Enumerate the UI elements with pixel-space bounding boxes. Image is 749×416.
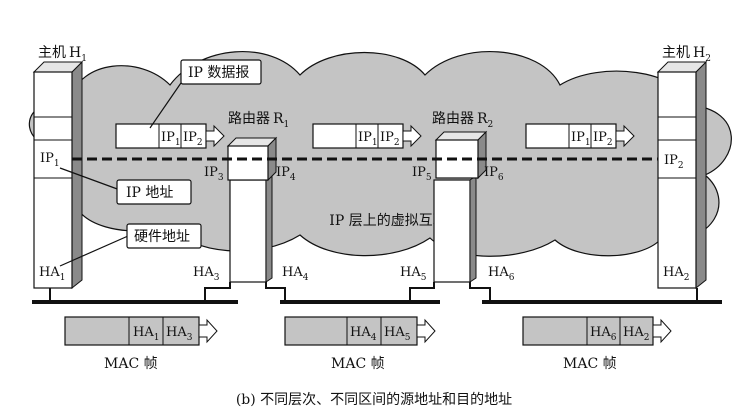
mac-frame-1: HA1 HA3 MAC 帧 <box>64 316 218 372</box>
svg-text:HA4: HA4 <box>350 325 377 343</box>
callout-ip-datagram: IP 数据报 <box>149 59 262 129</box>
router-r2-ha-right: HA6 <box>488 265 515 283</box>
router-r1-ip-right: IP4 <box>276 165 296 183</box>
svg-text:IP1: IP1 <box>358 130 378 148</box>
router-r2-ip-right: IP6 <box>484 165 504 183</box>
svg-text:IP2: IP2 <box>183 130 203 148</box>
svg-text:HA1: HA1 <box>133 325 159 343</box>
mac-frame-3: HA6 HA2 MAC 帧 <box>522 316 672 372</box>
svg-text:HA6: HA6 <box>590 325 617 343</box>
cloud-label: IP 层上的虚拟互联网 <box>329 213 460 229</box>
svg-text:IP2: IP2 <box>380 130 400 148</box>
svg-text:HA3: HA3 <box>166 325 193 343</box>
router-r1-ip-left: IP3 <box>204 165 224 183</box>
network-lines <box>32 282 722 304</box>
ip-datagram-1: IP1 IP2 <box>115 123 225 149</box>
host-h1-stack <box>33 71 73 289</box>
callout-ip-datagram-text: IP 数据报 <box>188 65 249 81</box>
router-r1-ha-right: HA4 <box>282 265 309 283</box>
router-r1-ha-left: HA3 <box>193 265 220 283</box>
mac-frame-3-label: MAC 帧 <box>563 356 617 372</box>
callout-ip-address-text: IP 地址 <box>126 185 173 201</box>
ip-datagram-3: IP1 IP2 <box>525 123 635 149</box>
router-r1-box <box>227 145 269 181</box>
mac-frame-2: HA4 HA5 MAC 帧 <box>284 316 436 372</box>
svg-text:IP2: IP2 <box>593 130 613 148</box>
virtual-internet-cloud: IP 层上的虚拟互联网 <box>28 51 732 257</box>
callout-hw-address-text: 硬件地址 <box>134 229 190 245</box>
callout-ip-address: IP 地址 <box>59 167 192 205</box>
host-h2-ip: IP2 <box>664 153 684 171</box>
figure-caption: (b) 不同层次、不同区间的源地址和目的地址 <box>236 392 512 408</box>
svg-text:IP1: IP1 <box>161 130 181 148</box>
ip-datagram-2: IP1 IP2 <box>312 123 422 149</box>
router-r2-ha-left: HA5 <box>400 265 427 283</box>
host-h2-ha: HA2 <box>663 265 689 283</box>
svg-text:HA5: HA5 <box>384 325 411 343</box>
host-h1-ha: HA1 <box>39 265 65 283</box>
svg-text:IP1: IP1 <box>571 130 591 148</box>
callout-hw-address: 硬件地址 <box>59 223 202 267</box>
svg-text:HA2: HA2 <box>623 325 649 343</box>
mac-frame-1-label: MAC 帧 <box>104 356 158 372</box>
mac-frame-2-label: MAC 帧 <box>331 356 385 372</box>
host-h1-ip: IP1 <box>40 151 60 169</box>
host-h2-stack <box>657 71 697 289</box>
router-r2-ip-left: IP5 <box>412 165 432 183</box>
